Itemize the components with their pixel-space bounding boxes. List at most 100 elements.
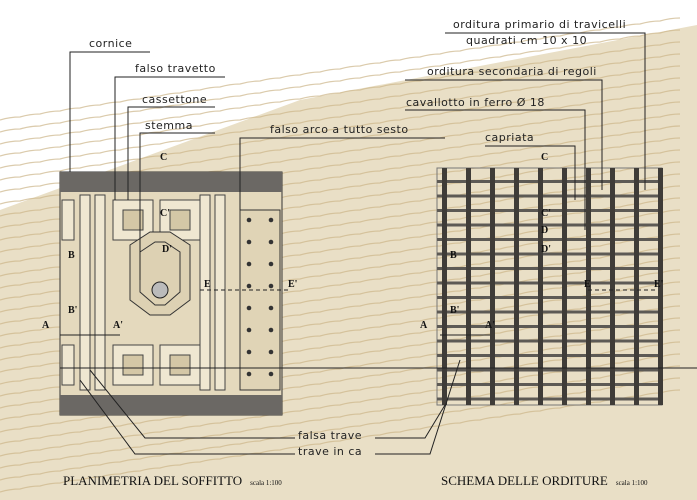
boss (246, 305, 252, 311)
schema-title: SCHEMA DELLE ORDITURE scala 1:100 (441, 473, 648, 489)
primary-joist (610, 168, 615, 405)
secondary-batten (437, 252, 662, 256)
secondary-batten (437, 194, 662, 198)
coffer-inner (169, 354, 191, 376)
coffer-inner (122, 209, 144, 231)
coffer-edge (61, 344, 75, 386)
secondary-batten (437, 368, 662, 372)
plan-title-text: PLANIMETRIA DEL SOFFITTO (63, 473, 243, 488)
secondary-batten (437, 209, 662, 212)
roof-wave (0, 65, 681, 169)
label-orditura-secondaria: orditura secondaria di regoli (427, 65, 597, 78)
secondary-batten (437, 223, 662, 227)
label-trave-in-ca: trave in ca (298, 445, 363, 458)
roof-wave (0, 389, 681, 493)
schema-marker-e: E (584, 279, 591, 290)
boss (246, 371, 252, 377)
boss (268, 239, 274, 245)
boss (268, 305, 274, 311)
label-stemma: stemma (145, 119, 193, 132)
schema-marker-c-prime: C' (541, 208, 551, 219)
marker-c: C (160, 152, 168, 163)
boss (246, 261, 252, 267)
secondary-batten (437, 383, 662, 386)
primary-joist (538, 168, 543, 405)
schema-marker-a-prime: A' (485, 320, 495, 331)
primary-joist (634, 168, 639, 405)
plan-title: PLANIMETRIA DEL SOFFITTO scala 1:100 (63, 473, 282, 489)
marker-b: B (68, 250, 75, 261)
boss (268, 371, 274, 377)
boss (246, 217, 252, 223)
false-joist (214, 194, 226, 391)
boss (268, 261, 274, 267)
primary-joist (514, 168, 519, 405)
secondary-batten (437, 397, 662, 401)
marker-a-prime: A' (113, 320, 123, 331)
marker-e-prime: E' (288, 279, 298, 290)
label-falso-travetto: falso travetto (135, 62, 216, 75)
framing-grid (436, 167, 663, 406)
boss (246, 283, 252, 289)
coffer-edge (61, 199, 75, 241)
schema-marker-a: A (420, 320, 428, 331)
schema-title-text: SCHEMA DELLE ORDITURE (441, 473, 608, 488)
schema-marker-c: C (541, 152, 549, 163)
marker-b-prime: B' (68, 305, 78, 316)
schema-marker-b-prime: B' (450, 305, 460, 316)
label-falso-arco: falso arco a tutto sesto (270, 123, 409, 136)
marker-e: E (204, 279, 211, 290)
ceiling-plan (59, 171, 283, 416)
schema-marker-d-prime: D' (541, 244, 551, 255)
secondary-batten (437, 281, 662, 285)
false-joist (79, 194, 91, 391)
primary-joist (562, 168, 567, 405)
boss (246, 349, 252, 355)
schema-marker-d: D (541, 225, 549, 236)
secondary-batten (437, 310, 662, 314)
coffer-inner (169, 209, 191, 231)
leader-lines (60, 32, 697, 455)
secondary-batten (437, 180, 662, 183)
boss (268, 349, 274, 355)
roof-wave (0, 41, 681, 145)
boss (268, 327, 274, 333)
marker-c-prime: C' (160, 208, 170, 219)
label-orditura-primaria: orditura primario di travicelli (453, 18, 627, 31)
boss (268, 283, 274, 289)
secondary-batten (437, 296, 662, 299)
secondary-batten (437, 267, 662, 270)
roof-wave (0, 53, 681, 157)
marker-d-prime: D' (162, 244, 172, 255)
plan-scale: scala 1:100 (250, 479, 282, 487)
secondary-batten (437, 339, 662, 343)
schema-scale: scala 1:100 (615, 479, 648, 487)
roof-wave (0, 29, 681, 133)
false-joist (199, 194, 211, 391)
label-falsa-trave: falsa trave (298, 429, 362, 442)
label-capriata: capriata (485, 131, 535, 144)
boss (268, 217, 274, 223)
primary-joist (658, 168, 663, 405)
primary-joist (442, 168, 447, 405)
secondary-batten (437, 354, 662, 357)
label-orditura-primaria-dim: quadrati cm 10 x 10 (466, 34, 588, 47)
primary-joist (466, 168, 471, 405)
schema-marker-b: B (450, 250, 457, 261)
label-cavallotto: cavallotto in ferro Ø 18 (406, 96, 545, 109)
secondary-batten (437, 238, 662, 241)
coffer-inner (122, 354, 144, 376)
stemma-icon (151, 281, 169, 299)
primary-joist (490, 168, 495, 405)
sky-area (0, 0, 697, 210)
primary-joist (586, 168, 591, 405)
roof-wave (0, 77, 681, 181)
false-joist (94, 194, 106, 391)
roof-wave (0, 17, 681, 121)
secondary-batten (437, 325, 662, 328)
label-cornice: cornice (89, 37, 133, 50)
marker-a: A (42, 320, 50, 331)
schema-marker-e-prime: E' (654, 279, 664, 290)
label-cassettone: cassettone (142, 93, 208, 106)
